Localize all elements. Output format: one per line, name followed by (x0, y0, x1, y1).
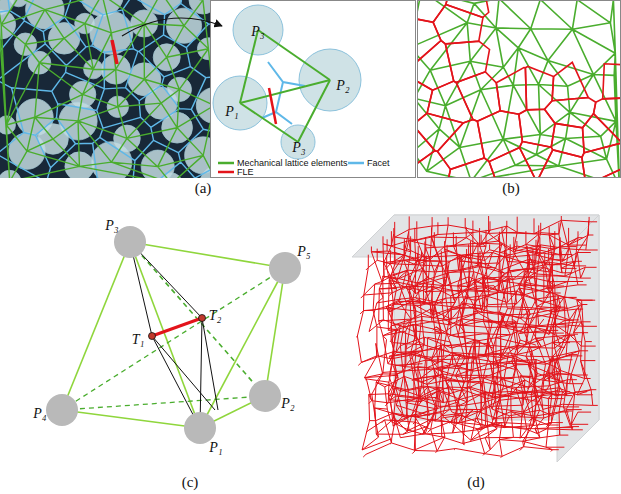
legend-item: Facet (348, 158, 390, 168)
fle-cell (417, 40, 454, 90)
legend-text: Mechanical lattice elements (237, 158, 348, 168)
fle-highlight (112, 40, 117, 64)
point-label: P₃ (251, 25, 264, 39)
lattice-line (240, 103, 298, 142)
tetra-edge (202, 318, 218, 410)
point-label: P₁ (209, 441, 222, 455)
zoom-arrow (122, 18, 222, 36)
fle-cell (536, 150, 585, 178)
facet-lines (0, 0, 210, 178)
fle-line (152, 318, 202, 336)
fle-cell (417, 113, 463, 151)
point-label: P₂ (336, 79, 349, 93)
panel-label: (d) (467, 475, 485, 490)
fle-cell (417, 125, 435, 178)
fle-cell (489, 148, 537, 178)
legend-text: Facet (367, 158, 390, 168)
lattice-lines (0, 0, 210, 178)
grain (0, 170, 21, 178)
point-label: P₁ (225, 105, 238, 119)
particle (249, 380, 281, 412)
lattice-line (258, 30, 330, 80)
point-label: P₄ (33, 407, 46, 421)
zoom-detail (211, 1, 416, 178)
tetra-center (149, 333, 156, 340)
fle-cell (433, 4, 483, 44)
particle (269, 252, 301, 284)
fle-cell (417, 0, 452, 22)
point-label: P₃ (292, 141, 305, 155)
tetrahedra-sketch (46, 226, 301, 444)
micrograph (0, 0, 210, 178)
lattice-line (62, 242, 130, 410)
legend-sample (218, 169, 234, 175)
panel-label: (a) (195, 181, 212, 196)
lattice-line (298, 80, 330, 142)
particle (114, 226, 146, 258)
fle-cell (594, 97, 621, 147)
lattice-line (130, 242, 200, 428)
fle-cell (583, 114, 621, 153)
lattice-line (240, 80, 330, 103)
cube-network (352, 215, 599, 462)
tetra-center (199, 315, 206, 322)
lattice-line (200, 268, 285, 428)
legend-text: FLE (237, 167, 254, 177)
lattice-line (240, 30, 258, 103)
facet-line (276, 82, 292, 124)
tetra-edge (152, 336, 215, 410)
point-label: P₃ (105, 219, 118, 233)
point-label: P₅ (297, 245, 310, 259)
fle-cell (603, 64, 621, 99)
grain (281, 125, 315, 159)
legend-item: Mechanical lattice elements (218, 158, 348, 168)
particle (46, 394, 78, 426)
lattice-line (130, 242, 265, 396)
panel-frame (418, 1, 621, 178)
tetra-edge (200, 318, 202, 428)
fle-cell (446, 0, 489, 17)
fle-cell (551, 123, 584, 157)
lattice-line (62, 410, 200, 428)
fle-cell (582, 160, 621, 178)
fle-cell (544, 98, 595, 128)
panel-frame (211, 1, 416, 178)
grain (233, 5, 283, 55)
point-label: T₁ (132, 333, 145, 347)
particle (184, 412, 216, 444)
fle-cell (496, 68, 526, 115)
legend-sample (218, 160, 234, 166)
point-label: T₂ (209, 309, 222, 323)
fle-cell (519, 141, 552, 178)
panel-label: (c) (182, 475, 199, 490)
lattice-network (417, 0, 621, 178)
hidden-edge (62, 396, 265, 410)
legend-item: FLE (218, 167, 254, 177)
point-label: P₂ (281, 397, 294, 411)
fle-cell (552, 62, 588, 100)
fle-line (269, 88, 276, 124)
legend-sample (348, 160, 364, 166)
panel-label: (b) (502, 181, 520, 196)
facet-line (268, 62, 305, 86)
fle-network (356, 216, 598, 458)
fle-cell (427, 81, 473, 123)
lattice-line (130, 242, 285, 268)
fle-cell (417, 151, 450, 178)
